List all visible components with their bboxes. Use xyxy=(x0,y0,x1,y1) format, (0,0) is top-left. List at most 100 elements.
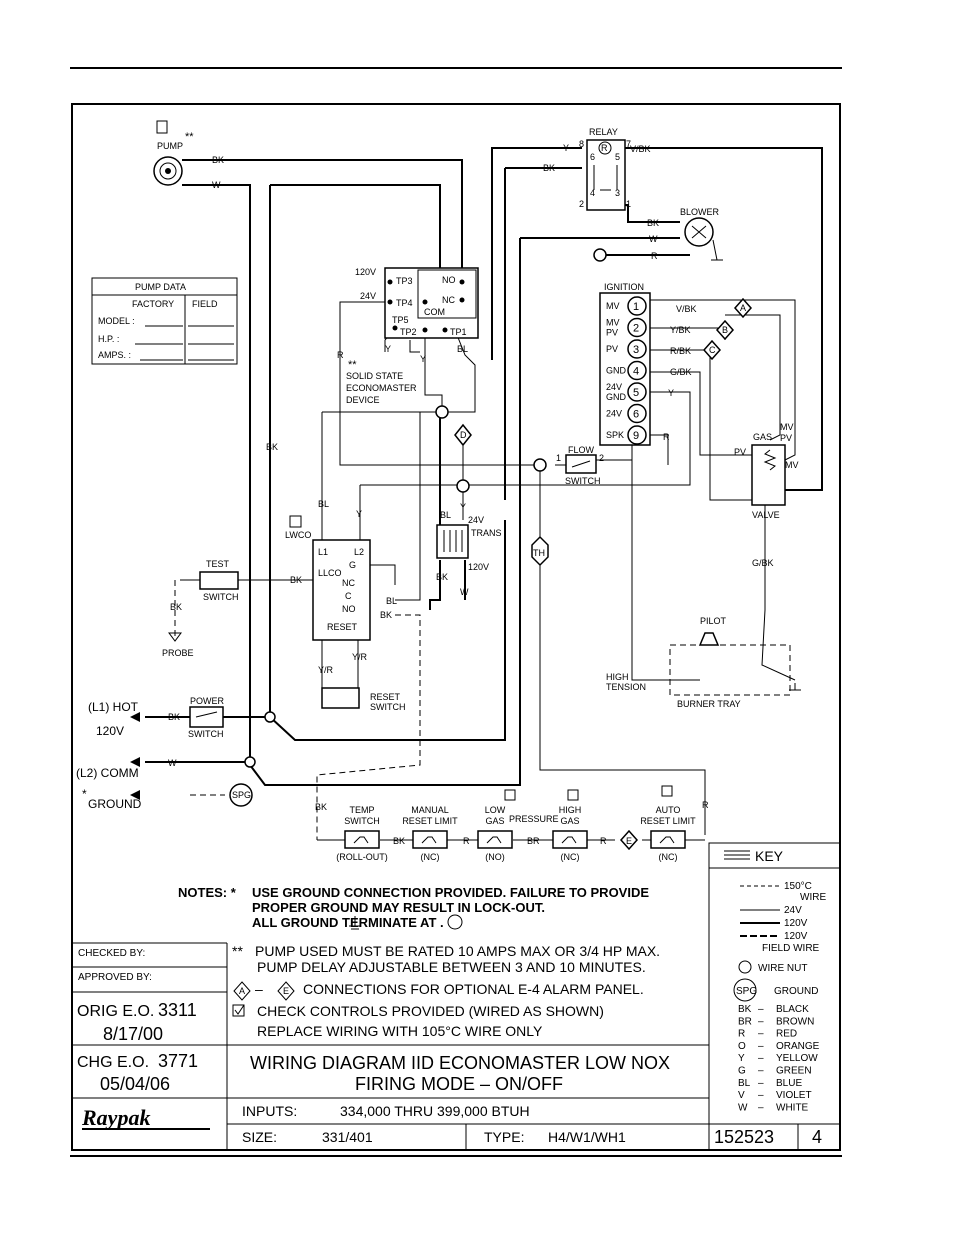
notes: NOTES: * USE GROUND CONNECTION PROVIDED.… xyxy=(178,885,660,1039)
svg-text:BK: BK xyxy=(738,1004,752,1015)
svg-text:L1: L1 xyxy=(318,547,328,557)
svg-text:APPROVED BY:: APPROVED BY: xyxy=(78,972,152,983)
svg-text:SWITCH: SWITCH xyxy=(203,592,239,602)
key-field-wire: FIELD WIRE xyxy=(762,943,820,954)
svg-text:BURNER TRAY: BURNER TRAY xyxy=(677,699,741,709)
svg-text:IGNITION: IGNITION xyxy=(604,282,644,292)
reset-switch: RESET SWITCH xyxy=(321,687,406,712)
svg-text:D: D xyxy=(460,430,467,440)
svg-text:MV: MV xyxy=(606,318,620,328)
svg-text:TP1: TP1 xyxy=(450,327,467,337)
svg-text:BK: BK xyxy=(315,802,327,812)
svg-text:G/BK: G/BK xyxy=(670,367,692,377)
svg-text:BL: BL xyxy=(318,499,329,509)
svg-text:PILOT: PILOT xyxy=(700,616,727,626)
svg-text:SWITCH: SWITCH xyxy=(188,729,224,739)
svg-text:TP2: TP2 xyxy=(400,327,417,337)
key-wire: WIRE xyxy=(800,892,826,903)
blower: BLOWER xyxy=(593,207,723,262)
svg-text:PV: PV xyxy=(606,344,618,354)
svg-text:LOW: LOW xyxy=(485,805,506,815)
svg-text:1: 1 xyxy=(556,453,561,463)
svg-text:–: – xyxy=(758,1016,764,1027)
svg-text:YELLOW: YELLOW xyxy=(776,1053,818,1064)
svg-text:NO: NO xyxy=(342,604,356,614)
svg-text:BROWN: BROWN xyxy=(776,1016,814,1027)
svg-text:R: R xyxy=(738,1029,745,1040)
title-line-1: WIRING DIAGRAM IID ECONOMASTER LOW NOX xyxy=(250,1053,670,1073)
svg-text:GROUND: GROUND xyxy=(88,797,142,811)
svg-text:4: 4 xyxy=(633,366,639,378)
svg-text:H.P. :: H.P. : xyxy=(98,334,119,344)
burner-tray: PILOT HIGH TENSION BURNER TRAY xyxy=(606,616,801,709)
key-title: KEY xyxy=(755,848,784,864)
color-code-y: Y–YELLOW xyxy=(738,1053,818,1064)
svg-text:BK: BK xyxy=(393,836,405,846)
svg-text:GREEN: GREEN xyxy=(776,1066,812,1077)
svg-text:8/17/00: 8/17/00 xyxy=(103,1024,163,1044)
svg-text:LWCO: LWCO xyxy=(285,530,311,540)
svg-text:(ROLL-OUT): (ROLL-OUT) xyxy=(336,852,388,862)
svg-text:G: G xyxy=(738,1066,746,1077)
svg-text:2: 2 xyxy=(599,453,604,463)
svg-text:MANUAL: MANUAL xyxy=(411,805,449,815)
svg-text:ECONOMASTER: ECONOMASTER xyxy=(346,383,417,393)
svg-text:INPUTS:: INPUTS: xyxy=(242,1103,297,1119)
svg-text:L2: L2 xyxy=(354,547,364,557)
svg-text:6: 6 xyxy=(590,152,595,162)
svg-text:MV: MV xyxy=(780,422,794,432)
svg-text:(L2) COMM: (L2) COMM xyxy=(76,766,139,780)
svg-text:BL: BL xyxy=(738,1078,751,1089)
wires-24v xyxy=(174,281,796,841)
svg-text:2: 2 xyxy=(579,199,584,209)
svg-text:ALL GROUND TERMINATE AT: ALL GROUND TERMINATE AT . xyxy=(252,915,444,930)
svg-text:(NO): (NO) xyxy=(485,852,505,862)
svg-text:CHG E.O.: CHG E.O. xyxy=(77,1054,149,1071)
svg-text:MV: MV xyxy=(785,460,799,470)
svg-text:W: W xyxy=(168,758,177,768)
svg-text:4: 4 xyxy=(590,188,595,198)
svg-text:FLOW: FLOW xyxy=(568,445,595,455)
svg-text:SOLID STATE: SOLID STATE xyxy=(346,371,403,381)
svg-text:Y: Y xyxy=(420,354,426,364)
svg-text:SPG: SPG xyxy=(736,986,757,997)
svg-text:8: 8 xyxy=(579,139,584,149)
svg-text:(L1) HOT: (L1) HOT xyxy=(88,700,139,714)
svg-text:V/BK: V/BK xyxy=(630,144,651,154)
svg-text:Y: Y xyxy=(460,502,466,512)
svg-text:SPK: SPK xyxy=(606,430,624,440)
svg-text:**: ** xyxy=(232,943,243,959)
svg-text:B: B xyxy=(722,325,728,335)
svg-text:W: W xyxy=(738,1102,748,1113)
svg-text:R: R xyxy=(702,800,709,810)
svg-text:CHECK CONTROLS PROVIDED (WIRED: CHECK CONTROLS PROVIDED (WIRED AS SHOWN) xyxy=(257,1003,604,1019)
svg-text:R: R xyxy=(601,143,608,153)
svg-text:24V: 24V xyxy=(784,905,802,916)
svg-text:R: R xyxy=(463,836,470,846)
economaster-device: 120V 24V TP3 TP4 TP5 TP2 TP1 NO NC COM *… xyxy=(337,267,479,419)
svg-text:RESET LIMIT: RESET LIMIT xyxy=(640,816,696,826)
svg-text:BR: BR xyxy=(738,1016,752,1027)
notes-heading: NOTES: * xyxy=(178,885,237,900)
svg-text:5: 5 xyxy=(615,152,620,162)
svg-text:USE GROUND CONNECTION PROVIDED: USE GROUND CONNECTION PROVIDED. FAILURE … xyxy=(252,885,649,900)
svg-text:PROBE: PROBE xyxy=(162,648,194,658)
svg-text:R: R xyxy=(337,350,344,360)
svg-text:ORANGE: ORANGE xyxy=(776,1041,820,1052)
svg-text:–: – xyxy=(758,1029,764,1040)
color-code-g: G–GREEN xyxy=(738,1066,812,1077)
color-code-v: V–VIOLET xyxy=(738,1090,812,1101)
svg-text:VIOLET: VIOLET xyxy=(776,1090,812,1101)
svg-text:BR: BR xyxy=(527,836,540,846)
high-tension-2: TENSION xyxy=(606,682,646,692)
svg-text:PV: PV xyxy=(734,447,746,457)
svg-text:HIGH: HIGH xyxy=(559,805,582,815)
svg-text:TEMP: TEMP xyxy=(349,805,374,815)
svg-text:W: W xyxy=(460,587,469,597)
svg-text:1: 1 xyxy=(633,301,639,313)
